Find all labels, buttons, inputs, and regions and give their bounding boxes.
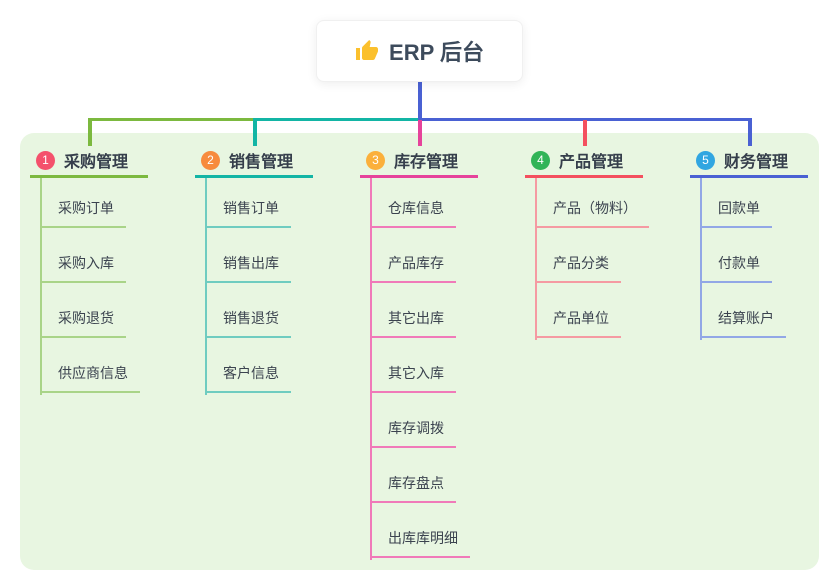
branch-number-badge: 5 <box>696 150 715 170</box>
branch-header-1[interactable]: 1 采购管理 <box>30 145 148 178</box>
branch-drop-line <box>583 120 587 146</box>
branch-title: 产品管理 <box>559 154 624 171</box>
branch-number-badge: 2 <box>201 150 220 170</box>
child-node[interactable]: 库存调拨 <box>370 414 456 448</box>
branch-drop-line <box>88 120 92 146</box>
background-panel <box>20 133 819 570</box>
branch-number-badge: 4 <box>531 150 550 170</box>
child-node[interactable]: 回款单 <box>700 194 772 228</box>
branch-title: 财务管理 <box>724 154 789 171</box>
child-node[interactable]: 产品分类 <box>535 249 621 283</box>
root-node[interactable]: ERP 后台 <box>316 20 523 82</box>
branch-title: 销售管理 <box>229 154 294 171</box>
child-node[interactable]: 采购订单 <box>40 194 126 228</box>
child-node[interactable]: 客户信息 <box>205 359 291 393</box>
child-node[interactable]: 其它入库 <box>370 359 456 393</box>
branch-number-badge: 1 <box>36 150 55 170</box>
branch-child-connector <box>40 178 42 395</box>
root-connector-line <box>418 80 422 121</box>
child-node[interactable]: 销售订单 <box>205 194 291 228</box>
branch-header-5[interactable]: 5 财务管理 <box>690 145 808 178</box>
child-node[interactable]: 其它出库 <box>370 304 456 338</box>
bus-segment <box>418 118 752 121</box>
branch-drop-line <box>748 120 752 146</box>
child-node[interactable]: 结算账户 <box>700 304 786 338</box>
root-title: ERP 后台 <box>389 40 484 65</box>
branch-child-connector <box>535 178 537 340</box>
child-node[interactable]: 采购退货 <box>40 304 126 338</box>
child-node[interactable]: 产品单位 <box>535 304 621 338</box>
child-node[interactable]: 供应商信息 <box>40 359 140 393</box>
branch-header-3[interactable]: 3 库存管理 <box>360 145 478 178</box>
child-node[interactable]: 销售出库 <box>205 249 291 283</box>
branch-number-badge: 3 <box>366 150 385 170</box>
branch-child-connector <box>370 178 372 560</box>
branch-header-4[interactable]: 4 产品管理 <box>525 145 643 178</box>
child-node[interactable]: 产品库存 <box>370 249 456 283</box>
branch-drop-line <box>418 120 422 146</box>
child-node[interactable]: 付款单 <box>700 249 772 283</box>
branch-child-connector <box>205 178 207 395</box>
child-node[interactable]: 出库库明细 <box>370 524 470 558</box>
child-node[interactable]: 产品（物料） <box>535 194 649 228</box>
child-node[interactable]: 仓库信息 <box>370 194 456 228</box>
child-node[interactable]: 库存盘点 <box>370 469 456 503</box>
child-node[interactable]: 采购入库 <box>40 249 126 283</box>
thumbs-up-icon <box>355 39 379 63</box>
bus-segment <box>88 118 253 121</box>
branch-title: 库存管理 <box>394 154 459 171</box>
branch-drop-line <box>253 120 257 146</box>
branch-title: 采购管理 <box>64 154 129 171</box>
branch-child-connector <box>700 178 702 340</box>
bus-segment <box>253 118 418 121</box>
branch-header-2[interactable]: 2 销售管理 <box>195 145 313 178</box>
child-node[interactable]: 销售退货 <box>205 304 291 338</box>
